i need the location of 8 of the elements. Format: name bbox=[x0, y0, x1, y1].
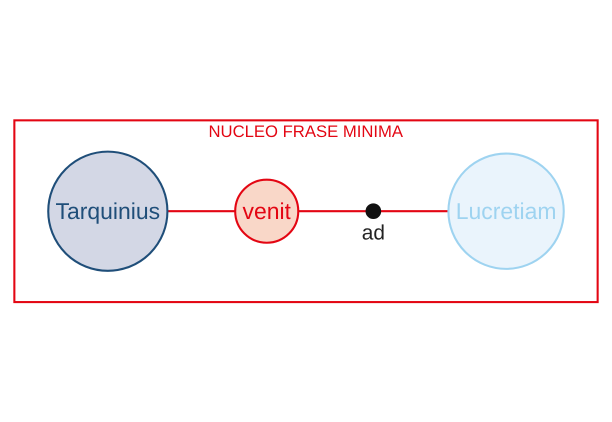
node-circle: Tarquinius bbox=[47, 150, 168, 272]
connector bbox=[380, 210, 448, 212]
node-circle: venit bbox=[234, 178, 300, 244]
node-label: ad bbox=[362, 221, 385, 244]
connector bbox=[167, 210, 236, 212]
node-circle: Lucretiam bbox=[447, 152, 565, 270]
node-circle bbox=[366, 203, 382, 219]
connector bbox=[298, 210, 366, 212]
